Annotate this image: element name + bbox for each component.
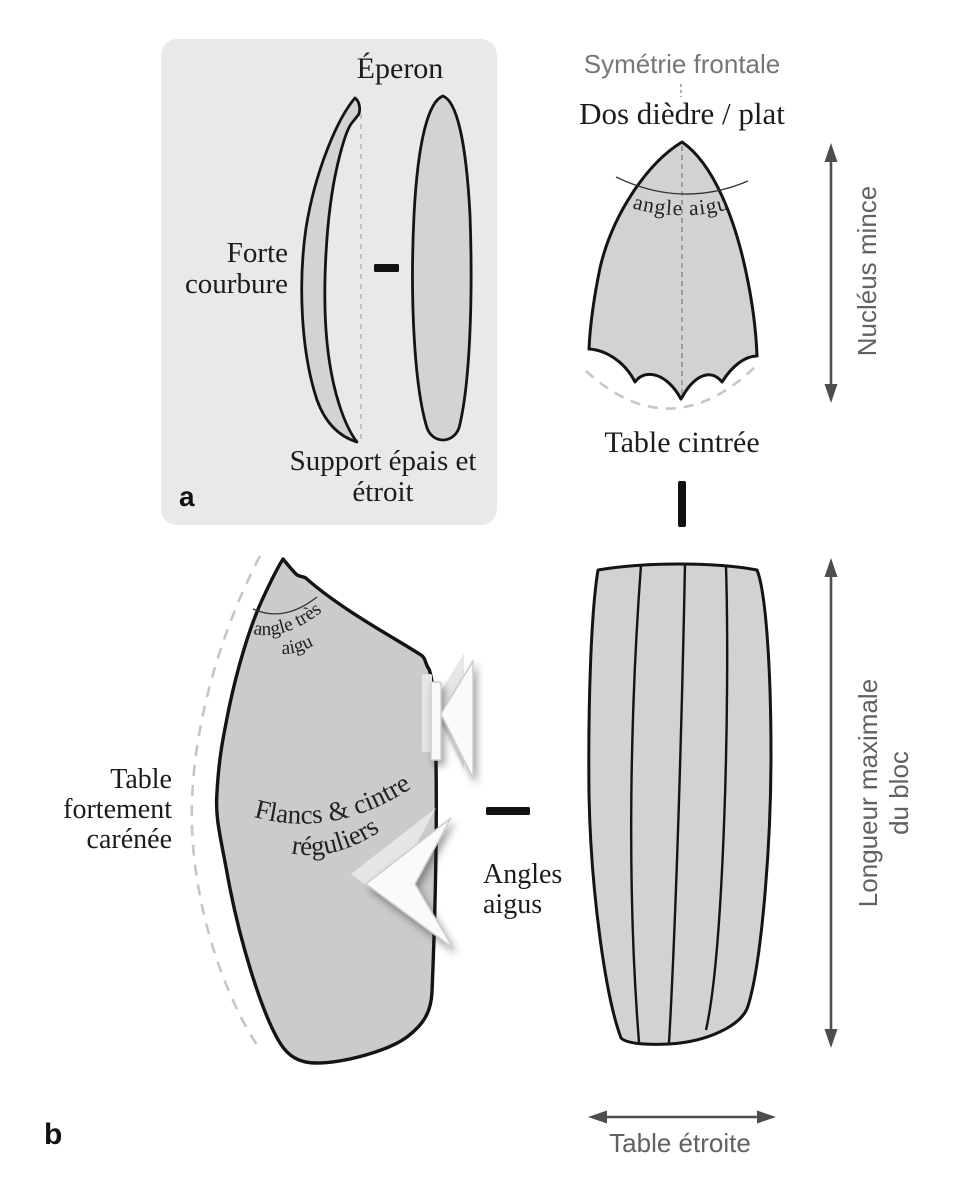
curvature-label: Forte courbure [140, 238, 288, 300]
panel-a-label: a [179, 481, 195, 512]
acute-angles-label-line2: aigus [483, 889, 543, 920]
eperon-label: Éperon [356, 52, 444, 85]
support-label-line2: étroit [352, 476, 414, 508]
support-label-line1: Support épais et [289, 445, 477, 477]
block-length-arrow-icon [824, 558, 838, 1048]
minus-icon-bottom [486, 807, 530, 815]
acute-angles-label-line1: Angles [483, 859, 563, 890]
table-width-arrow-icon [588, 1110, 776, 1124]
lower-block-arrow-icon [364, 817, 454, 949]
support-label: Support épais et étroit [277, 446, 489, 508]
curved-bladelet-shape [300, 96, 362, 444]
carinated-table-label-line2: fortement [63, 794, 172, 825]
back-type-label: Dos dièdre / plat [579, 96, 785, 131]
face-ridge-line-3 [704, 565, 729, 1031]
front-angle-arc [615, 176, 749, 195]
carinated-table-label: Table fortement carénée [28, 765, 172, 855]
acute-angles-label: Angles aigus [483, 860, 562, 920]
block-length-label-line2: du bloc [884, 751, 914, 835]
face-ridge-line-1 [629, 564, 643, 1043]
straight-bladelet-shape [411, 94, 473, 442]
carinated-table-label-line1: Table [110, 764, 172, 795]
front-table-dashed-arc [585, 364, 758, 410]
curvature-label-line2: courbure [184, 268, 288, 300]
nucleus-height-label: Nucléus mince [852, 185, 882, 357]
nucleus-height-arrow-icon [824, 143, 838, 403]
block-length-label-line1: Longueur maximale [853, 678, 883, 908]
divider-bar-icon [678, 481, 686, 527]
narrow-table-label: Table étroite [609, 1128, 751, 1158]
profile-angle-arc [252, 596, 318, 615]
core-profile-shape [214, 557, 438, 1065]
frontal-symmetry-label: Symétrie frontale [583, 49, 781, 79]
curvature-label-line1: Forte [226, 237, 288, 269]
panel-b-label: b [44, 1118, 63, 1151]
face-ridge-line-2 [667, 562, 687, 1044]
core-front-view-shape [587, 140, 759, 401]
profile-table-dashed-arc [190, 555, 262, 1049]
carinated-table-label-line3: carénée [86, 824, 172, 855]
minus-icon [374, 264, 399, 272]
arched-table-label: Table cintrée [604, 426, 760, 459]
upper-block-arrow-icon [430, 658, 474, 779]
block-length-label: Longueur maximale du bloc [853, 643, 915, 943]
